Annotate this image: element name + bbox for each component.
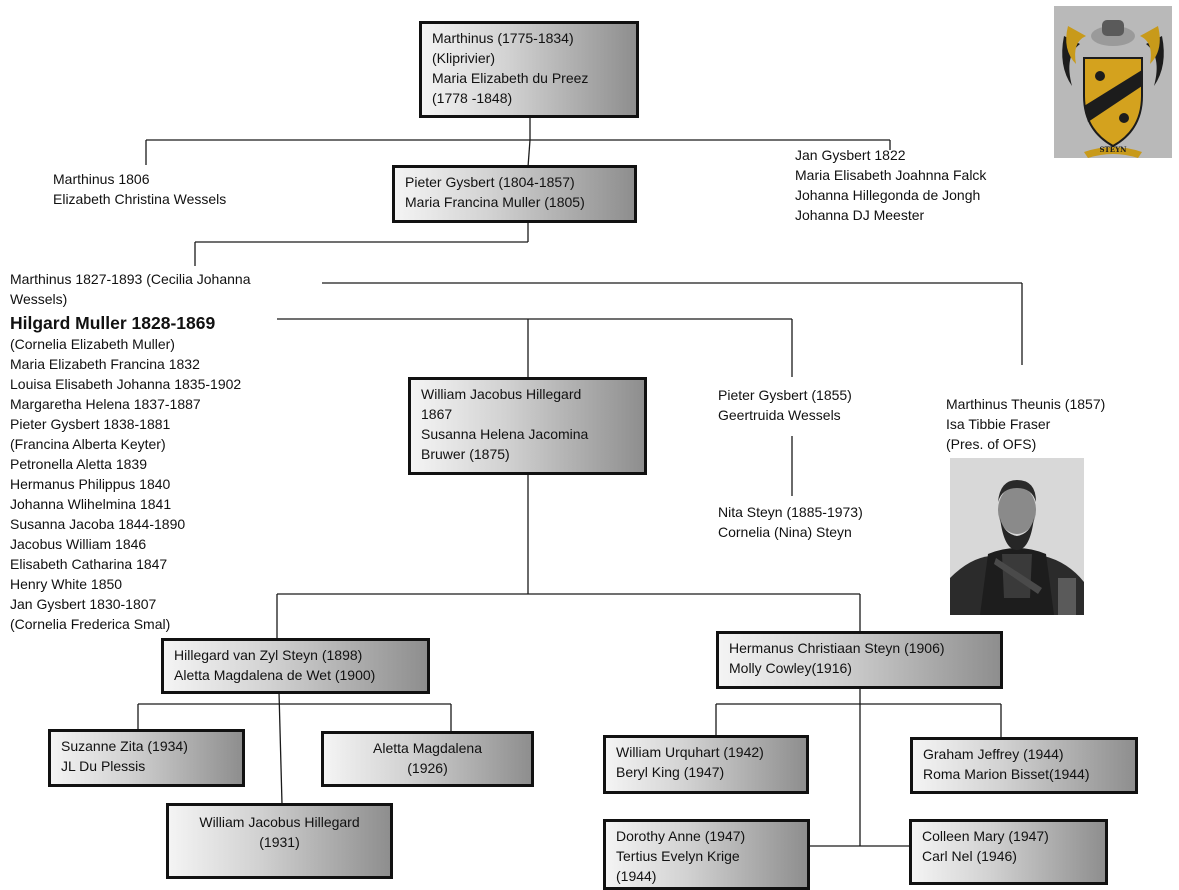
name-line: (1944) [616, 868, 657, 884]
name-line: (Kliprivier) [432, 50, 495, 66]
name-line: Carl Nel (1946) [922, 848, 1017, 864]
gen6-suzanne-box: Suzanne Zita (1934) JL Du Plessis [48, 729, 245, 787]
name-line: Molly Cowley(1916) [729, 660, 852, 676]
name-line: 1867 [421, 406, 453, 422]
name-line: Maria Elisabeth Joahnna Falck [795, 167, 987, 183]
name-line: Colleen Mary (1947) [922, 828, 1049, 844]
gen6-colleen-box: Colleen Mary (1947) Carl Nel (1946) [909, 819, 1108, 885]
name-line: Graham Jeffrey (1944) [923, 746, 1064, 762]
hilgard-muller-heading: Hilgard Muller 1828-1869 [10, 313, 216, 333]
name-line: Isa Tibbie Fraser [946, 416, 1051, 432]
portrait-figure-icon [950, 458, 1084, 615]
name-line: Pieter Gysbert (1855) [718, 387, 852, 403]
list-item: Elisabeth Catharina 1847 [10, 556, 168, 572]
name-line: (1778 -1848) [432, 90, 513, 106]
name-line: (1931) [259, 834, 300, 850]
name-line: Suzanne Zita (1934) [61, 738, 188, 754]
list-item: Margaretha Helena 1837-1887 [10, 396, 201, 412]
name-line: Jan Gysbert 1822 [795, 147, 906, 163]
gen3-first-text: Marthinus 1827-1893 (Cecilia Johanna Wes… [10, 269, 250, 309]
name-line: Hermanus Christiaan Steyn (1906) [729, 640, 945, 656]
gen6-aletta-box: Aletta Magdalena (1926) [321, 731, 534, 787]
gen2-right-text: Jan Gysbert 1822 Maria Elisabeth Joahnna… [795, 145, 986, 225]
crest-label: STEYN [1099, 145, 1127, 154]
gen6-graham-box: Graham Jeffrey (1944) Roma Marion Bisset… [910, 737, 1138, 794]
list-item: Susanna Jacoba 1844-1890 [10, 516, 186, 532]
name-line: JL Du Plessis [61, 758, 146, 774]
name-line: Aletta Magdalena de Wet (1900) [174, 667, 376, 683]
name-line: Beryl King (1947) [616, 764, 725, 780]
gen2-center-box: Pieter Gysbert (1804-1857) Maria Francin… [392, 165, 637, 223]
list-item: Jacobus William 1846 [10, 536, 147, 552]
name-line: Hillegard van Zyl Steyn (1898) [174, 647, 363, 663]
name-line: Dorothy Anne (1947) [616, 828, 746, 844]
name-line: (Pres. of OFS) [946, 436, 1037, 452]
name-line: William Jacobus Hillegard [421, 386, 582, 402]
portrait-photo [950, 458, 1084, 615]
list-item: Hermanus Philippus 1840 [10, 476, 171, 492]
name-line: William Jacobus Hillegard [199, 814, 360, 830]
gen4-marthinus-theunis-text: Marthinus Theunis (1857) Isa Tibbie Fras… [946, 394, 1105, 454]
name-line: Maria Francina Muller (1805) [405, 194, 585, 210]
steyn-family-crest-icon [1062, 20, 1164, 158]
name-line: Marthinus 1806 [53, 171, 150, 187]
list-item: Henry White 1850 [10, 576, 123, 592]
name-line: Susanna Helena Jacomina [421, 426, 589, 442]
list-item: (Cornelia Frederica Smal) [10, 616, 171, 632]
name-line: Pieter Gysbert (1804-1857) [405, 174, 575, 190]
name-line: (1926) [407, 760, 448, 776]
list-item: Maria Elizabeth Francina 1832 [10, 356, 200, 372]
name-line: William Urquhart (1942) [616, 744, 764, 760]
name-line: Nita Steyn (1885-1973) [718, 504, 863, 520]
gen6-dorothy-box: Dorothy Anne (1947) Tertius Evelyn Krige… [603, 819, 810, 890]
gen5-hillegard-box: Hillegard van Zyl Steyn (1898) Aletta Ma… [161, 638, 430, 694]
name-line: Johanna DJ Meester [795, 207, 925, 223]
name-line: Geertruida Wessels [718, 407, 841, 423]
name-line: Marthinus (1775-1834) [432, 30, 574, 46]
list-item: Petronella Aletta 1839 [10, 456, 147, 472]
name-line: Tertius Evelyn Krige [616, 848, 740, 864]
gen6-william-u-box: William Urquhart (1942) Beryl King (1947… [603, 735, 809, 794]
gen3-siblings-list: (Cornelia Elizabeth Muller) Maria Elizab… [10, 334, 241, 634]
gen6-william-jh-box: William Jacobus Hillegard (1931) [166, 803, 393, 879]
root-ancestor-box: Marthinus (1775-1834) (Kliprivier) Maria… [419, 21, 639, 118]
name-line: Marthinus Theunis (1857) [946, 396, 1106, 412]
list-item: Louisa Elisabeth Johanna 1835-1902 [10, 376, 242, 392]
family-crest: STEYN [1054, 6, 1172, 158]
name-line: Wessels) [10, 291, 68, 307]
name-line: Johanna Hillegonda de Jongh [795, 187, 981, 203]
list-item: (Cornelia Elizabeth Muller) [10, 336, 175, 352]
gen5-hermanus-box: Hermanus Christiaan Steyn (1906) Molly C… [716, 631, 1003, 689]
name-line: Marthinus 1827-1893 (Cecilia Johanna [10, 271, 251, 287]
name-line: Cornelia (Nina) Steyn [718, 524, 852, 540]
list-item: Pieter Gysbert 1838-1881 [10, 416, 171, 432]
gen4-nita-text: Nita Steyn (1885-1973) Cornelia (Nina) S… [718, 502, 863, 542]
name-line: Bruwer (1875) [421, 446, 510, 462]
list-item: (Francina Alberta Keyter) [10, 436, 166, 452]
name-line: Roma Marion Bisset(1944) [923, 766, 1090, 782]
name-line: Maria Elizabeth du Preez [432, 70, 589, 86]
name-line: Aletta Magdalena [373, 740, 482, 756]
name-line: Elizabeth Christina Wessels [53, 191, 227, 207]
gen4-pieter-text: Pieter Gysbert (1855) Geertruida Wessels [718, 385, 852, 425]
list-item: Johanna Wlihelmina 1841 [10, 496, 172, 512]
gen4-william-box: William Jacobus Hillegard 1867 Susanna H… [408, 377, 647, 475]
list-item: Jan Gysbert 1830-1807 [10, 596, 157, 612]
gen2-left-text: Marthinus 1806 Elizabeth Christina Wesse… [53, 169, 226, 209]
